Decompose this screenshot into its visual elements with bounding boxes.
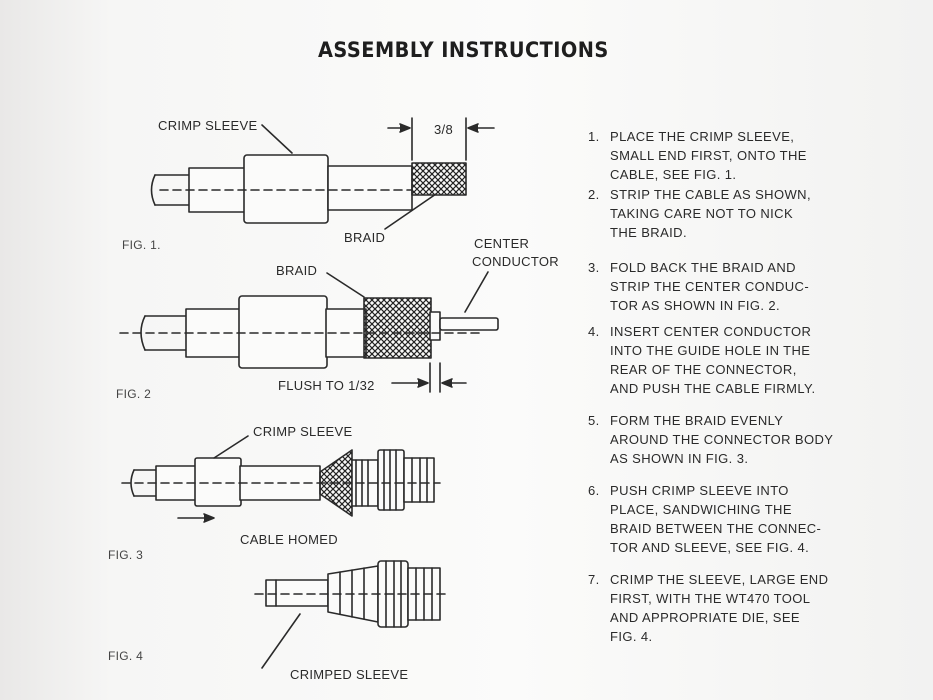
label-dimension-3-8: 3/8 — [434, 122, 453, 137]
page-title: ASSEMBLY INSTRUCTIONS — [318, 38, 609, 62]
figure-4-crimped-sleeve — [254, 560, 446, 669]
label-fig-4: FIG. 4 — [108, 649, 144, 663]
label-cable-homed: CABLE HOMED — [240, 532, 338, 547]
label-crimp-sleeve-fig1: CRIMP SLEEVE — [158, 118, 258, 133]
figure-3-cable-homed — [121, 435, 441, 523]
label-center-line2: CONDUCTOR — [472, 254, 559, 269]
label-flush: FLUSH TO 1/32 — [278, 378, 375, 393]
label-fig-2: FIG. 2 — [116, 387, 152, 401]
label-fig-1: FIG. 1. — [122, 238, 161, 252]
label-braid-fig2: BRAID — [276, 263, 318, 278]
label-braid-fig1: BRAID — [344, 230, 386, 245]
figure-1-cable-stripped — [150, 117, 495, 230]
label-fig-3: FIG. 3 — [108, 548, 144, 562]
figure-2-braid-folded — [119, 271, 499, 393]
label-crimped-sleeve: CRIMPED SLEEVE — [290, 667, 409, 682]
label-center-line1: CENTER — [474, 236, 530, 251]
label-crimp-sleeve-fig3: CRIMP SLEEVE — [253, 424, 353, 439]
